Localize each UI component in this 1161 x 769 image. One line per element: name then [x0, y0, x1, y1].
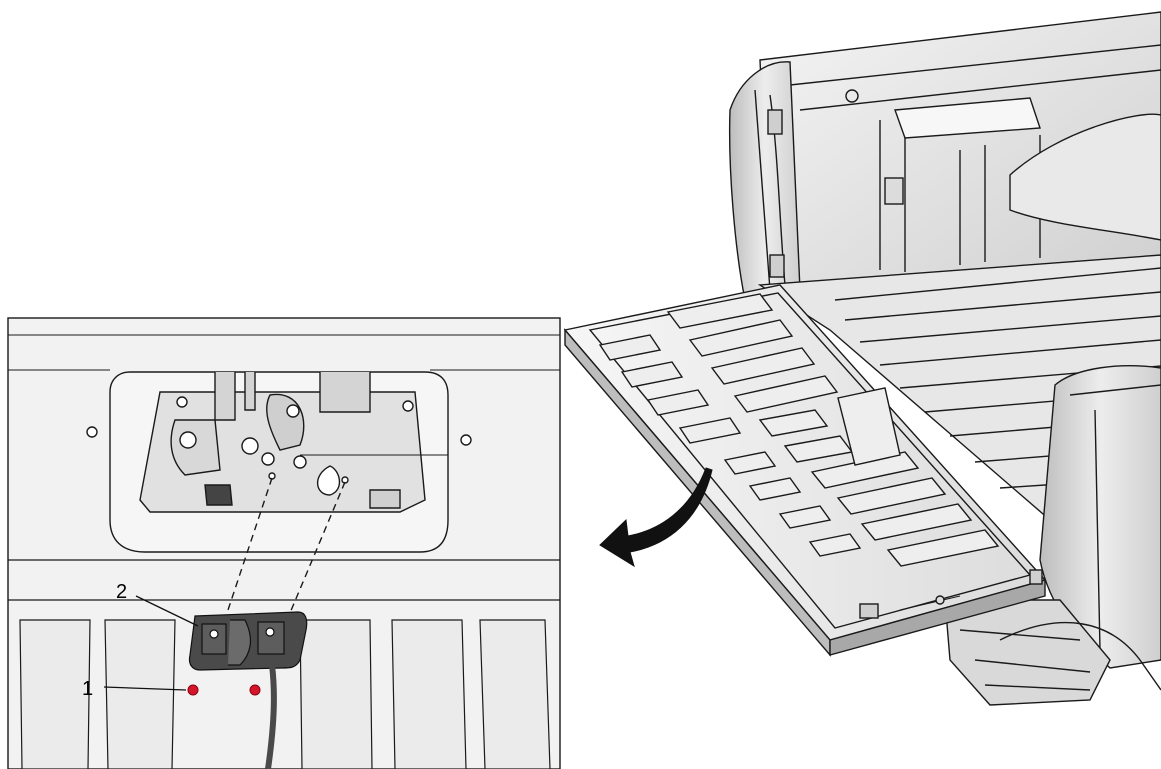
inset-ribs: [8, 559, 560, 769]
callout-2-leader: [135, 595, 199, 627]
bumper-step: [944, 599, 1111, 706]
alignment-lines: [221, 477, 346, 633]
latch-pocket: [86, 371, 472, 553]
bed-side-left: [728, 61, 801, 301]
callout-1-label: 1: [82, 678, 93, 700]
bed-wheelhouse: [1039, 365, 1161, 669]
truck-bed: [728, 11, 1161, 706]
callout-2-label: 2: [116, 581, 127, 603]
fastener-right: [249, 684, 261, 696]
tailgate-ribs: [598, 293, 1000, 567]
callout-1-leader: [103, 686, 187, 691]
fastener-left: [187, 684, 199, 696]
detail-inset: 1 2: [7, 317, 561, 769]
bolt-icon: [187, 684, 261, 696]
curved-arrow-icon: [599, 467, 713, 568]
handle-connector: [188, 611, 308, 769]
